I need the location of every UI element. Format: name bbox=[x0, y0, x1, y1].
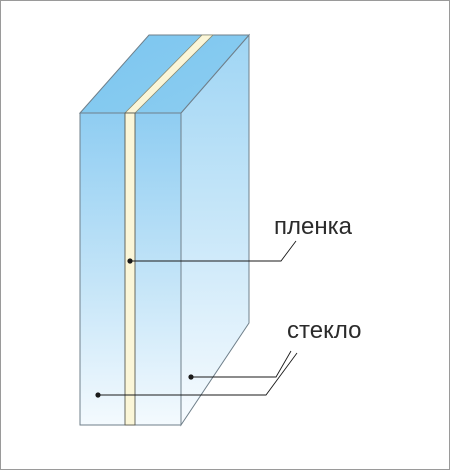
film-leader bbox=[127, 240, 297, 264]
glass-leader-line-side bbox=[191, 350, 292, 378]
film-front-strip bbox=[124, 112, 136, 426]
film-leader-line bbox=[130, 240, 297, 262]
glass-leader-front bbox=[95, 352, 298, 398]
film-label: пленка bbox=[274, 213, 353, 240]
glass-leader-side bbox=[188, 350, 292, 380]
glass-label: стекло bbox=[287, 317, 361, 344]
glass-leader-line-front bbox=[98, 352, 298, 396]
